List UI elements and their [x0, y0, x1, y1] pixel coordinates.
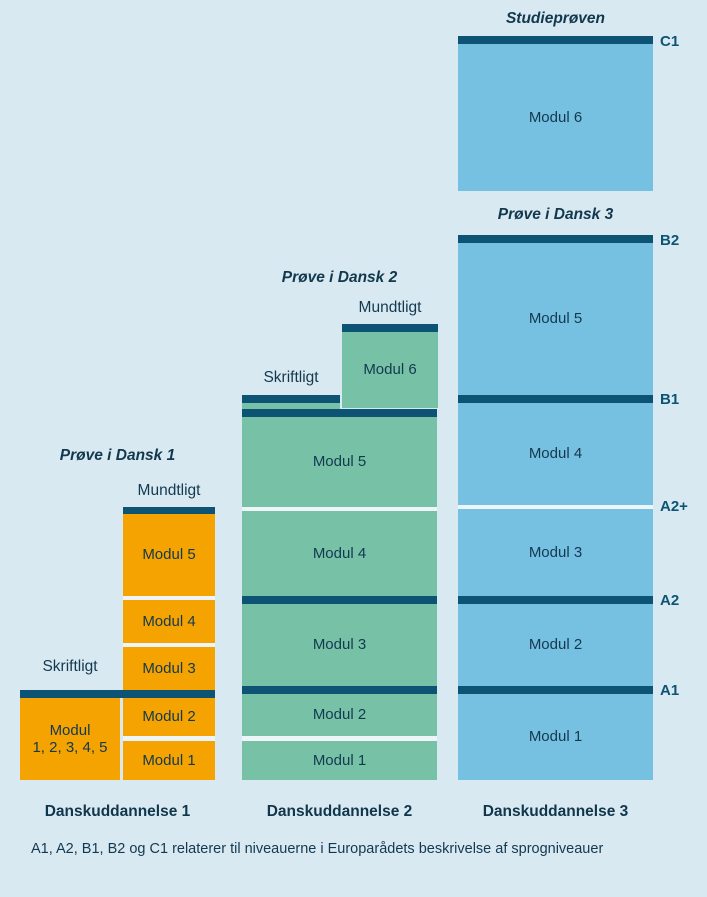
module-block-du1-modul2: Modul 2 — [123, 698, 215, 736]
module-block-du3-modul5: Modul 5 — [458, 243, 653, 395]
level-bar-a1 — [458, 686, 653, 694]
column-title-danskuddannelse-2: Danskuddannelse 2 — [266, 803, 413, 820]
module-block-du1-modul4: Modul 4 — [123, 600, 215, 643]
module-block-du1-modul5: Modul 5 — [123, 514, 215, 596]
module-divider-du2-modul1 — [242, 736, 437, 741]
exam-bar-du2-prove-i-dansk-2 — [242, 409, 437, 417]
module-bar-du2-modul3 — [242, 596, 437, 604]
part-bar-du1-mundtligt — [123, 507, 215, 514]
level-label-b2: B2 — [660, 232, 680, 249]
part-bar-du2-mundtligt — [342, 324, 438, 332]
module-bar-du2-modul2 — [242, 686, 437, 694]
module-block-du2-modul6-oral: Modul 6 — [342, 332, 438, 408]
module-divider-du1-modul3 — [123, 643, 215, 647]
module-block-du3-modul3: Modul 3 — [458, 509, 653, 596]
level-label-a2: A2 — [660, 592, 680, 609]
module-block-du3-modul4: Modul 4 — [458, 403, 653, 505]
column-title-danskuddannelse-1: Danskuddannelse 1 — [44, 803, 191, 820]
level-label-a2plus: A2+ — [660, 498, 688, 515]
exam-bar-du1-prove-i-dansk-1 — [20, 690, 215, 698]
module-divider-du1-modul1 — [123, 736, 215, 741]
level-bar-b1 — [458, 395, 653, 403]
module-block-du2-modul1: Modul 1 — [242, 741, 437, 780]
module-block-du3-modul6: Modul 6 — [458, 44, 653, 191]
level-divider-a2plus — [458, 505, 653, 509]
module-block-du1-modul1: Modul 1 — [123, 741, 215, 780]
module-block-du2-modul5: Modul 5 — [242, 417, 437, 507]
part-label-du1-skriftligt: Skriftligt — [42, 658, 98, 675]
part-label-du1-mundtligt: Mundtligt — [137, 482, 201, 499]
exam-title-prove-i-dansk-3: Prøve i Dansk 3 — [497, 206, 614, 223]
exam-title-prove-i-dansk-1: Prøve i Dansk 1 — [59, 447, 176, 464]
module-block-du3-modul2: Modul 2 — [458, 604, 653, 686]
module-divider-du2-modul4 — [242, 507, 437, 511]
module-block-du2-modul4: Modul 4 — [242, 511, 437, 596]
module-block-du2-modul6-written — [242, 403, 340, 409]
level-label-a1: A1 — [660, 682, 680, 699]
module-block-du2-modul3: Modul 3 — [242, 604, 437, 686]
part-bar-du2-skriftligt — [242, 395, 340, 403]
level-bar-b2 — [458, 235, 653, 243]
part-label-du2-skriftligt: Skriftligt — [263, 369, 319, 386]
level-label-c1: C1 — [660, 33, 680, 50]
footnote-cefr: A1, A2, B1, B2 og C1 relaterer til nivea… — [31, 841, 604, 857]
level-bar-c1 — [458, 36, 653, 44]
module-divider-du1-modul4 — [123, 596, 215, 600]
level-bar-a2 — [458, 596, 653, 604]
exam-title-studiepoven: Studieprøven — [505, 10, 606, 27]
part-label-du2-mundtligt: Mundtligt — [358, 299, 422, 316]
exam-title-prove-i-dansk-2: Prøve i Dansk 2 — [281, 269, 398, 286]
module-block-du1-modul3: Modul 3 — [123, 647, 215, 690]
module-block-du3-modul1: Modul 1 — [458, 694, 653, 780]
module-block-du2-modul2: Modul 2 — [242, 694, 437, 736]
module-block-du1-skriftlig-samlet: Modul 1, 2, 3, 4, 5 — [20, 698, 120, 780]
level-label-b1: B1 — [660, 391, 680, 408]
column-title-danskuddannelse-3: Danskuddannelse 3 — [482, 803, 629, 820]
